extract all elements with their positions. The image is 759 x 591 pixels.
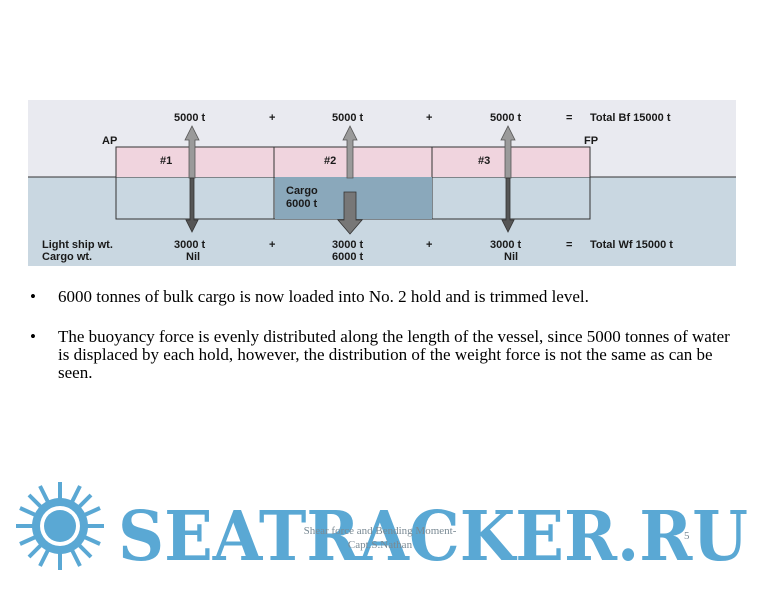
footer-title: Shear force and Bending Moment- Capt.S.N… [260,524,500,552]
equals-sign: = [566,112,572,124]
down-arrow-icon [501,177,515,233]
cargo-down-arrow-icon [337,191,363,235]
light-ship-hold-2: 3000 t [332,239,364,251]
bullet-item: • The buoyancy force is evenly distribut… [30,328,730,382]
watermark-text: SEATRACKER.RU [118,497,748,577]
equals-sign: = [566,239,572,251]
cargo-hold-3: Nil [504,251,518,263]
diagram-svg: Cargo 6000 t #1 #2 #3 AP FP 5000 t + 500… [28,100,736,266]
plus-sign: + [269,239,275,251]
light-ship-label: Light ship wt. [42,239,113,251]
buoyancy-hold-1: 5000 t [174,112,206,124]
cargo-hold-2: 6000 t [332,251,364,263]
hold-1-label: #1 [160,155,172,167]
shear-force-diagram: Cargo 6000 t #1 #2 #3 AP FP 5000 t + 500… [28,100,736,266]
light-ship-hold-1: 3000 t [174,239,206,251]
hold-3-label: #3 [478,155,490,167]
cargo-hold-1: Nil [186,251,200,263]
hold-2-label: #2 [324,155,336,167]
weight-arrows [185,177,515,235]
bullet-text: The buoyancy force is evenly distributed… [58,327,730,382]
bullet-item: • 6000 tonnes of bulk cargo is now loade… [30,288,730,306]
footer-title-line1: Shear force and Bending Moment- [303,525,457,537]
bullet-icon: • [30,287,36,306]
footer: SEATRACKER.RU [0,476,759,586]
buoyancy-hold-3: 5000 t [490,112,522,124]
forward-perpendicular-label: FP [584,135,598,147]
plus-sign: + [269,112,275,124]
plus-sign: + [426,112,432,124]
total-buoyancy: Total Bf 15000 t [590,112,671,124]
light-ship-hold-3: 3000 t [490,239,522,251]
footer-title-line2: Capt.S.Nathan [347,539,413,551]
sun-logo-icon [16,482,104,570]
bullet-icon: • [30,327,36,346]
bullet-list: • 6000 tonnes of bulk cargo is now loade… [30,288,730,404]
up-arrow-icon [342,125,358,179]
buoyancy-hold-2: 5000 t [332,112,364,124]
watermark-svg: SEATRACKER.RU [16,482,748,577]
cargo-label-line2: 6000 t [286,198,318,210]
down-arrow-icon [185,177,199,233]
page-number: 5 [684,530,690,542]
cargo-weight-label: Cargo wt. [42,251,92,263]
total-weight: Total Wf 15000 t [590,239,673,251]
plus-sign: + [426,239,432,251]
cargo-label-line1: Cargo [286,185,318,197]
bullet-text: 6000 tonnes of bulk cargo is now loaded … [58,287,589,306]
aft-perpendicular-label: AP [102,135,117,147]
